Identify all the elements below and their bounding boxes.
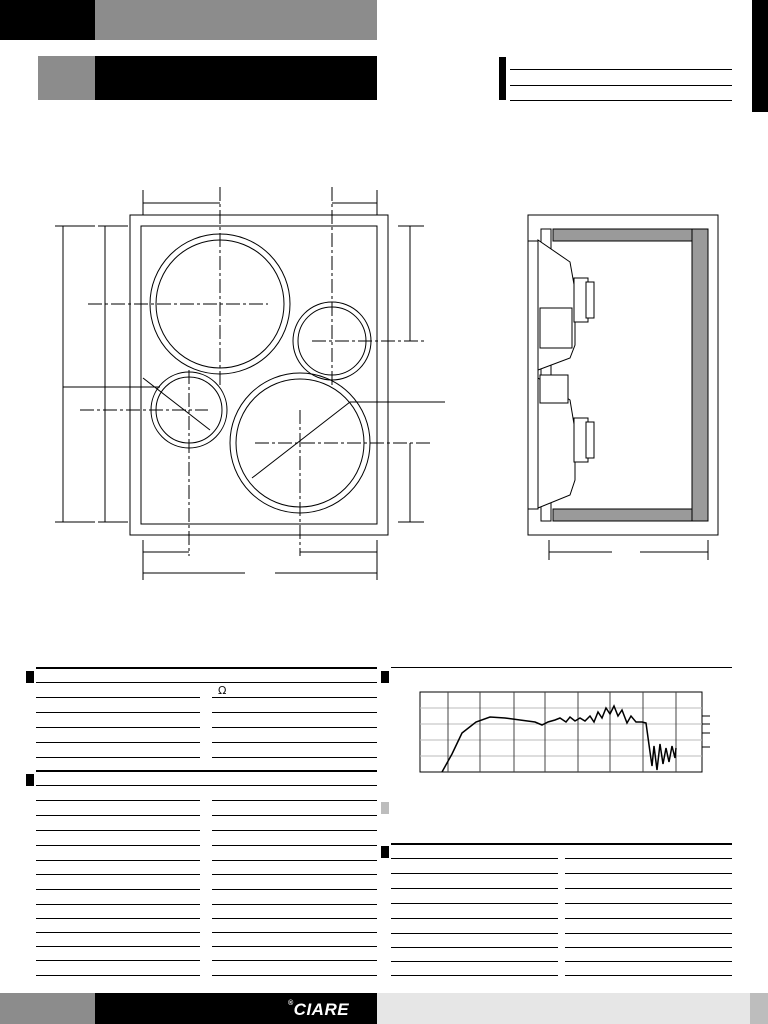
frequency-response-graph (419, 691, 710, 773)
header-black-block (0, 0, 95, 40)
table3-row-rule (565, 858, 732, 859)
table2-row-rule (212, 975, 377, 976)
info-line-2 (510, 85, 732, 86)
table2-row-rule (36, 932, 200, 933)
table3-row-rule (565, 961, 732, 962)
section-marker-1 (26, 671, 34, 683)
footer-light-bar (377, 993, 750, 1024)
graph-header-rule (391, 667, 732, 668)
footer-black-bar (95, 993, 377, 1024)
table2-row-rule (36, 860, 200, 861)
section-marker-2 (26, 774, 34, 786)
table1-row-rule (36, 742, 200, 743)
footer-gray-block (0, 993, 95, 1024)
table3-row-rule (391, 903, 558, 904)
table2-row-rule (36, 904, 200, 905)
table2-row-rule (212, 918, 377, 919)
table2-row-rule (212, 889, 377, 890)
table2-row-rule (212, 815, 377, 816)
table3-row-rule (565, 903, 732, 904)
table2-row-rule (36, 785, 377, 786)
logo-text: CIARE (293, 1000, 350, 1019)
table2-row-rule (36, 918, 200, 919)
table1-row-rule (36, 727, 200, 728)
table2-row-rule (36, 946, 200, 947)
table2-row-rule (212, 860, 377, 861)
side-view-drawing (527, 214, 719, 560)
table2-row-rule (212, 904, 377, 905)
table1-row-rule (212, 757, 377, 758)
table3-row-rule (391, 918, 558, 919)
info-marker-bar (499, 57, 506, 100)
graph-legend-swatch (381, 802, 389, 814)
section-marker-4 (381, 846, 389, 858)
title-gray-block (38, 56, 95, 100)
table2-row-rule (36, 975, 200, 976)
table3-row-rule (391, 933, 558, 934)
table2-row-rule (36, 845, 200, 846)
right-edge-tab (752, 0, 768, 112)
front-view-drawing (55, 187, 445, 580)
table2-row-rule (212, 960, 377, 961)
table1-row-rule (36, 712, 200, 713)
table3-row-rule (565, 933, 732, 934)
table3-row-rule (391, 858, 558, 859)
table3-row-rule (565, 975, 732, 976)
table3-row-rule (391, 888, 558, 889)
table2-row-rule (212, 800, 377, 801)
table3-row-rule (565, 918, 732, 919)
table2-row-rule (36, 800, 200, 801)
table2-row-rule (36, 815, 200, 816)
ciare-logo: ®CIARE (288, 1000, 349, 1020)
logo-mark: ® (288, 1000, 294, 1007)
table1-row-rule (212, 697, 377, 698)
table3-header-rule (391, 843, 732, 845)
table1-row-rule (36, 682, 377, 683)
table1-header-rule (36, 667, 377, 669)
table3-row-rule (565, 947, 732, 948)
table2-row-rule (212, 845, 377, 846)
table2-row-rule (36, 830, 200, 831)
info-line-1 (510, 69, 732, 70)
table2-row-rule (212, 830, 377, 831)
table3-row-rule (391, 975, 558, 976)
table3-row-rule (391, 947, 558, 948)
table2-row-rule (36, 960, 200, 961)
table2-header-rule (36, 770, 377, 772)
table3-row-rule (391, 873, 558, 874)
table1-row-rule (36, 697, 200, 698)
table2-row-rule (212, 932, 377, 933)
title-black-bar (95, 56, 377, 100)
table2-row-rule (212, 946, 377, 947)
table1-row-rule (212, 742, 377, 743)
table3-row-rule (565, 873, 732, 874)
table2-row-rule (36, 874, 200, 875)
info-line-3 (510, 100, 732, 101)
table1-row-rule (212, 727, 377, 728)
footer-right-edge (750, 993, 768, 1024)
header-gray-bar (95, 0, 377, 40)
section-marker-3 (381, 671, 389, 683)
table2-row-rule (36, 889, 200, 890)
table1-row-rule (212, 712, 377, 713)
table1-row-rule (36, 757, 200, 758)
table3-row-rule (565, 888, 732, 889)
table3-row-rule (391, 961, 558, 962)
table2-row-rule (212, 874, 377, 875)
ohm-symbol: Ω (218, 684, 227, 697)
